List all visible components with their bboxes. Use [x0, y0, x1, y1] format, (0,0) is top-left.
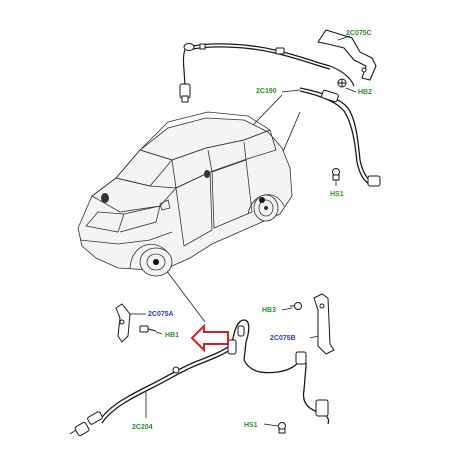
top-cable-small-clip	[199, 43, 206, 50]
bottom-sensor-assembly	[69, 293, 335, 437]
top-sensor-assembly	[179, 29, 381, 187]
vehicle-sensor-marker-front	[101, 193, 109, 203]
label-bottom-right-bracket: 2C075B	[270, 335, 296, 342]
top-cable-grommet	[275, 47, 285, 55]
label-top-clip: HS1	[330, 191, 344, 198]
bottom-sensor-head	[69, 411, 103, 437]
top-clip	[332, 168, 340, 181]
top-cable-to-bracket	[329, 65, 355, 87]
bottom-right-connector-2	[315, 399, 329, 417]
bottom-left-bolt	[139, 325, 157, 333]
bottom-clip	[278, 422, 286, 434]
top-sensor-tip	[181, 95, 189, 103]
top-cable-run-inner	[192, 46, 331, 70]
bottom-grommet-2	[237, 325, 245, 337]
bottom-cable-clip	[172, 366, 180, 374]
top-grommet-left	[183, 43, 195, 51]
bottom-right-bracket	[313, 293, 335, 355]
bottom-cable-loop	[231, 319, 250, 361]
label-bottom-left-bolt: HB1	[165, 332, 179, 339]
label-bottom-clip: HS1	[244, 422, 258, 429]
vehicle-sensor-marker-rear	[259, 197, 265, 203]
label-top-bolt: HB2	[358, 89, 372, 96]
label-bottom-right-bolt: HB3	[262, 307, 276, 314]
label-top-cable: 2C190	[256, 88, 277, 95]
bottom-right-connector	[295, 351, 307, 365]
top-bolt	[337, 78, 347, 88]
vehicle-front-door	[175, 171, 213, 247]
vehicle-mirror	[159, 199, 171, 211]
top-cable-run	[192, 43, 331, 67]
vehicle-rear-door	[211, 159, 253, 229]
top-sensor-lead	[182, 47, 187, 87]
bottom-grommet-1	[227, 339, 237, 355]
top-cable-end-clip	[367, 175, 381, 187]
top-bracket	[317, 29, 377, 81]
vehicle-sensor-marker-mid	[204, 170, 210, 178]
top-bracket-hole	[361, 67, 367, 73]
label-top-bracket: 2C075C	[346, 30, 372, 37]
vehicle-illustration	[77, 111, 293, 277]
callout-arrow-icon	[190, 323, 229, 353]
vehicle-body	[77, 117, 293, 271]
label-bottom-cable: 2C204	[132, 424, 153, 431]
top-cable-connector	[321, 89, 339, 103]
bottom-right-bolt	[290, 302, 302, 310]
label-bottom-left-bracket: 2C075A	[148, 311, 174, 318]
bottom-cable-run	[99, 343, 233, 421]
vehicle-headlight	[119, 205, 161, 233]
